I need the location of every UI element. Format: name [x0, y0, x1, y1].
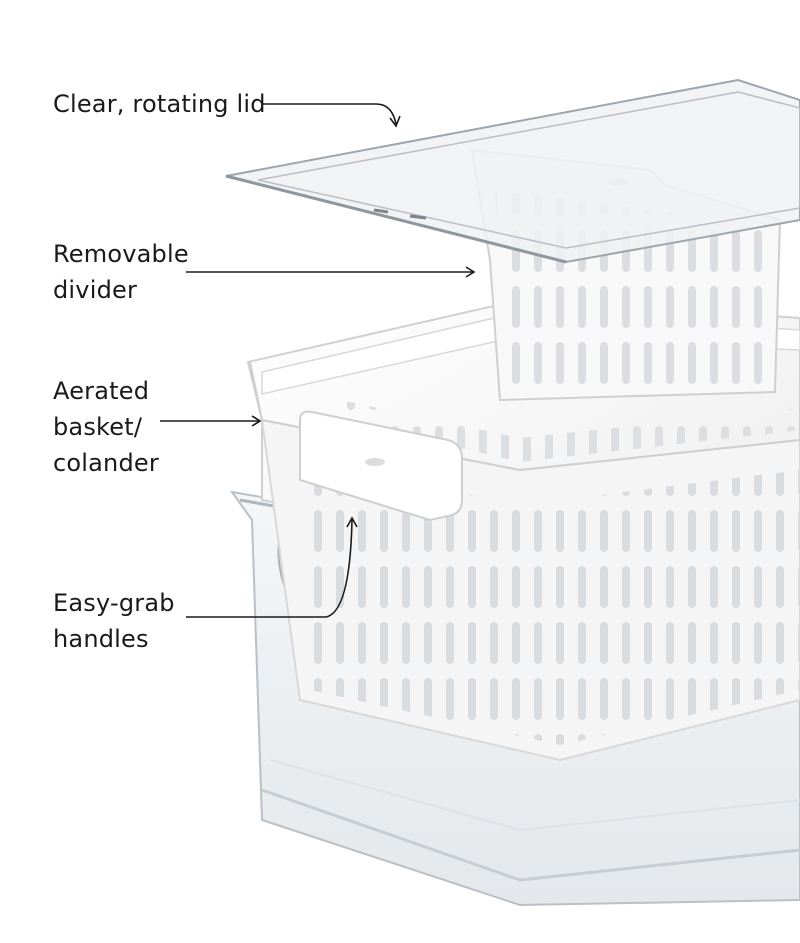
handles-callout: Easy-grab handles	[53, 585, 175, 657]
handles-arrowhead	[346, 516, 358, 528]
basket-arrowhead	[251, 415, 262, 427]
lid-callout-line-1: Clear, rotating lid	[53, 90, 266, 118]
clear-lid	[225, 78, 800, 264]
lid-callout: Clear, rotating lid	[53, 86, 266, 122]
handles-leader	[186, 519, 353, 618]
basket-callout-line-2: basket/	[53, 413, 143, 441]
basket-callout: Aerated basket/ colander	[53, 373, 159, 481]
divider-callout-line-2: divider	[53, 276, 138, 304]
lid-arrowhead	[389, 115, 401, 128]
leader-lines	[160, 103, 476, 618]
basket-callout-line-1: Aerated	[53, 377, 150, 405]
divider-callout-line-1: Removable	[53, 240, 189, 268]
basket-handle	[299, 410, 463, 522]
basket-callout-line-3: colander	[53, 449, 159, 477]
divider-callout: Removable divider	[53, 236, 189, 308]
divider-arrowhead	[465, 266, 476, 278]
lid-leader	[262, 103, 397, 125]
handles-callout-line-1: Easy-grab	[53, 589, 175, 617]
handles-callout-line-2: handles	[53, 625, 149, 653]
